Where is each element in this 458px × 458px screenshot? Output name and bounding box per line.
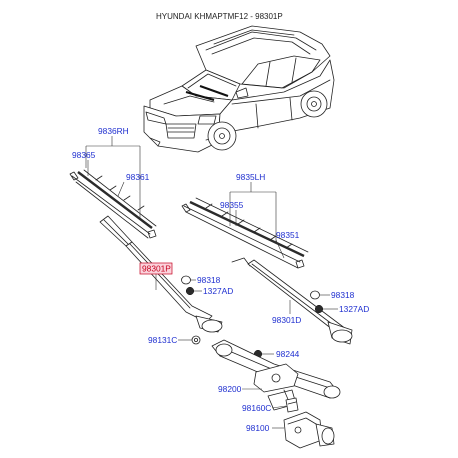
- label-98100[interactable]: 98100: [246, 423, 270, 433]
- label-98244[interactable]: 98244: [276, 349, 300, 359]
- vehicle-illustration: [143, 25, 335, 153]
- bolt-98160C[interactable]: [285, 397, 299, 413]
- label-98318-rh[interactable]: 98318: [197, 275, 221, 285]
- blade-rh-assembly: [69, 169, 157, 239]
- grommet-98131C[interactable]: [191, 335, 201, 345]
- label-1327AD-lh[interactable]: 1327AD: [339, 304, 369, 314]
- label-9835LH[interactable]: 9835LH: [236, 172, 265, 182]
- label-98351[interactable]: 98351: [276, 230, 300, 240]
- label-98301D[interactable]: 98301D: [272, 315, 301, 325]
- label-98355[interactable]: 98355: [220, 200, 244, 210]
- label-98361[interactable]: 98361: [126, 172, 150, 182]
- cap-rh-98318[interactable]: [181, 275, 191, 285]
- label-98365[interactable]: 98365: [72, 150, 96, 160]
- blade-lh-assembly: [181, 197, 309, 269]
- nut-rh-1327AD[interactable]: [185, 286, 195, 296]
- wiper-arm-rh: [99, 215, 223, 333]
- label-9836RH[interactable]: 9836RH: [98, 126, 129, 136]
- wiper-motor-98100[interactable]: [283, 411, 335, 449]
- cap-lh-98318[interactable]: [310, 290, 320, 300]
- label-98160C[interactable]: 98160C: [242, 403, 271, 413]
- diagram-title: HYUNDAI KHMAPTMF12 - 98301P: [156, 12, 283, 21]
- label-1327AD-rh[interactable]: 1327AD: [203, 286, 233, 296]
- highlight-box-98301P: [139, 262, 173, 275]
- nut-lh-1327AD[interactable]: [314, 304, 324, 314]
- label-98301P[interactable]: 98301P: [142, 264, 171, 274]
- label-98131C[interactable]: 98131C: [148, 335, 177, 345]
- label-98200[interactable]: 98200: [218, 384, 242, 394]
- label-98318-lh[interactable]: 98318: [331, 290, 355, 300]
- wiper-arm-lh: [231, 257, 353, 345]
